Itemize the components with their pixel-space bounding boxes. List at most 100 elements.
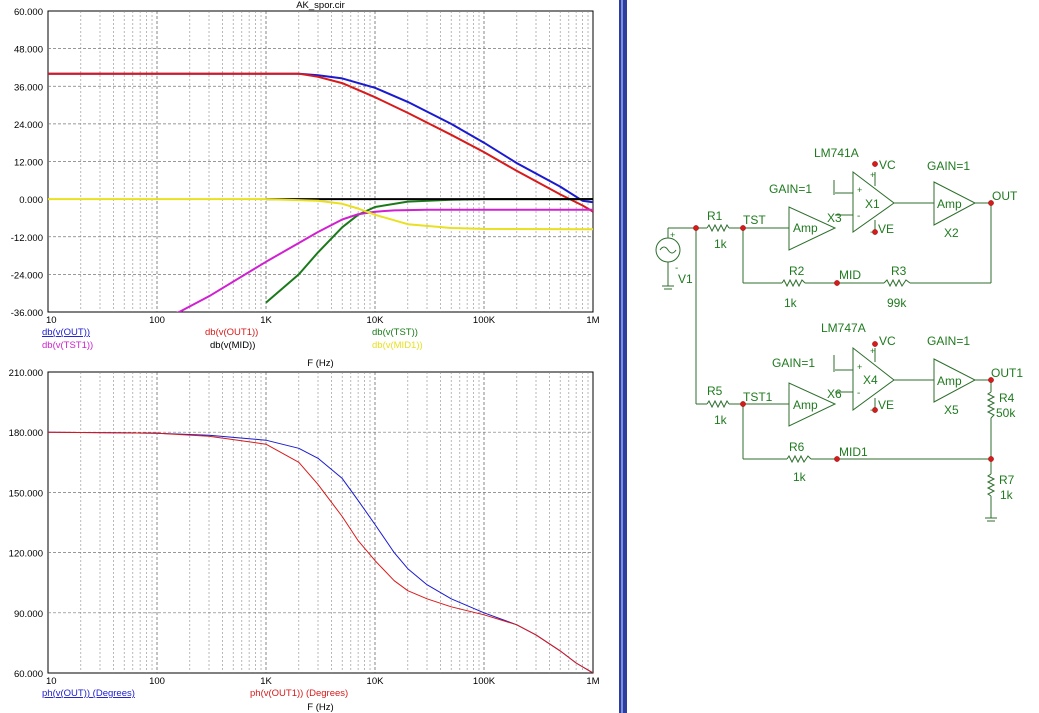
part-label: X1 xyxy=(865,197,880,211)
x-tick-label: 1K xyxy=(260,676,272,687)
x-axis-label: F (Hz) xyxy=(307,702,333,713)
model-label: LM747A xyxy=(821,321,866,335)
pin-sign: + xyxy=(870,170,875,180)
part-label: R6 xyxy=(789,440,805,454)
amp-label: Amp xyxy=(793,221,818,235)
node-dot xyxy=(988,456,994,462)
part-label: X3 xyxy=(827,211,842,225)
node-dot xyxy=(872,407,878,413)
series-line-red xyxy=(48,431,593,673)
x-tick-label: 10K xyxy=(367,676,385,687)
gain-label: GAIN=1 xyxy=(927,334,970,348)
x-tick-label: 1K xyxy=(260,315,272,326)
pin-sign: - xyxy=(870,405,873,416)
series-line-yellow xyxy=(48,198,593,231)
net-label: VE xyxy=(878,398,894,412)
part-label: X5 xyxy=(944,403,959,417)
part-label: R4 xyxy=(999,391,1015,405)
pin-sign: - xyxy=(857,211,860,222)
part-label: R7 xyxy=(999,473,1015,487)
resistor-r7[interactable] xyxy=(986,473,996,497)
resistor-r6[interactable] xyxy=(786,454,812,464)
phase-chart: 210.000180.000150.000120.00090.00060.000… xyxy=(9,368,600,713)
legend-entry: db(v(MID)) xyxy=(210,340,255,351)
ac-source-symbol[interactable] xyxy=(655,237,681,263)
net-label: OUT1 xyxy=(991,366,1023,380)
resistor-r5[interactable] xyxy=(706,399,730,409)
net-label: OUT xyxy=(992,189,1018,203)
net-label: TST1 xyxy=(743,390,773,404)
opamp-x1[interactable] xyxy=(852,170,895,233)
x-tick-label: 100 xyxy=(149,676,165,687)
sine-icon xyxy=(659,246,677,254)
x-tick-label: 1M xyxy=(586,315,599,326)
net-label: VC xyxy=(879,334,896,348)
legend-entry: db(v(OUT1)) xyxy=(205,327,258,338)
y-tick-label: 60.000 xyxy=(14,669,43,680)
legend-entry: db(v(TST)) xyxy=(372,327,418,338)
part-label: X2 xyxy=(944,226,959,240)
pin-sign: + xyxy=(670,230,675,240)
pin-sign: - xyxy=(870,227,873,238)
y-tick-label: 60.000 xyxy=(14,7,43,18)
resistor-r3[interactable] xyxy=(883,278,911,288)
part-value: 50k xyxy=(996,406,1016,420)
y-tick-label: -12.000 xyxy=(11,233,43,244)
amp-x3[interactable] xyxy=(788,206,837,251)
node-dot xyxy=(740,401,746,407)
y-tick-label: 90.000 xyxy=(14,609,43,620)
part-value: 1k xyxy=(714,413,728,427)
x-tick-label: 10 xyxy=(46,676,57,687)
resistor-r4[interactable] xyxy=(986,391,996,419)
x-tick-label: 10K xyxy=(367,315,385,326)
y-tick-label: 48.000 xyxy=(14,45,43,56)
legend-entry: ph(v(OUT)) (Degrees) xyxy=(42,688,135,699)
part-label: V1 xyxy=(678,272,693,286)
y-tick-label: 0.000 xyxy=(19,195,43,206)
part-value: 1k xyxy=(793,470,807,484)
legend-entry: ph(v(OUT1)) (Degrees) xyxy=(250,688,348,699)
x-axis-label: F (Hz) xyxy=(307,358,333,369)
y-tick-label: 120.000 xyxy=(9,549,43,560)
part-label: R3 xyxy=(891,264,907,278)
y-tick-label: 210.000 xyxy=(9,368,43,379)
node-dot xyxy=(872,229,878,235)
node-dot xyxy=(693,225,699,231)
pin-sign: + xyxy=(857,362,862,372)
part-value: 1k xyxy=(1000,488,1014,502)
pin-sign: - xyxy=(675,263,678,274)
part-value: 1k xyxy=(714,237,728,251)
amp-x5[interactable] xyxy=(933,358,977,403)
amp-x2[interactable] xyxy=(933,181,977,226)
amp-label: Amp xyxy=(793,398,818,412)
part-value: 1k xyxy=(784,296,798,310)
magnitude-chart: 60.000 48.000 36.000 24.000 12.000 0.000 -12.0… xyxy=(11,0,600,369)
net-label: VC xyxy=(879,158,896,172)
node-dot xyxy=(740,225,746,231)
window-divider-highlight xyxy=(621,0,623,713)
part-label: R5 xyxy=(707,384,723,398)
resistor-r1[interactable] xyxy=(706,223,730,233)
part-label: R1 xyxy=(707,209,723,223)
node-dot xyxy=(988,200,994,206)
resistor-r2[interactable] xyxy=(781,278,806,288)
node-dot xyxy=(834,280,840,286)
node-dot xyxy=(834,456,840,462)
y-tick-label: 12.000 xyxy=(14,158,43,169)
part-label: X4 xyxy=(863,373,878,387)
window-divider[interactable] xyxy=(619,0,627,713)
node-dot xyxy=(988,377,994,383)
amp-label: Amp xyxy=(937,197,962,211)
pin-sign: + xyxy=(870,346,875,356)
y-tick-label: 24.000 xyxy=(14,120,43,131)
opamp-x4[interactable] xyxy=(852,346,895,411)
legend-entry: db(v(OUT)) xyxy=(42,327,90,338)
part-value: 99k xyxy=(887,296,907,310)
amp-x6[interactable] xyxy=(788,382,837,427)
node-dot xyxy=(872,341,878,347)
part-label: X6 xyxy=(827,387,842,401)
pin-sign: - xyxy=(857,388,860,399)
y-tick-label: 36.000 xyxy=(14,82,43,93)
series-line-magenta xyxy=(176,208,593,312)
y-tick-label: -24.000 xyxy=(11,270,43,281)
